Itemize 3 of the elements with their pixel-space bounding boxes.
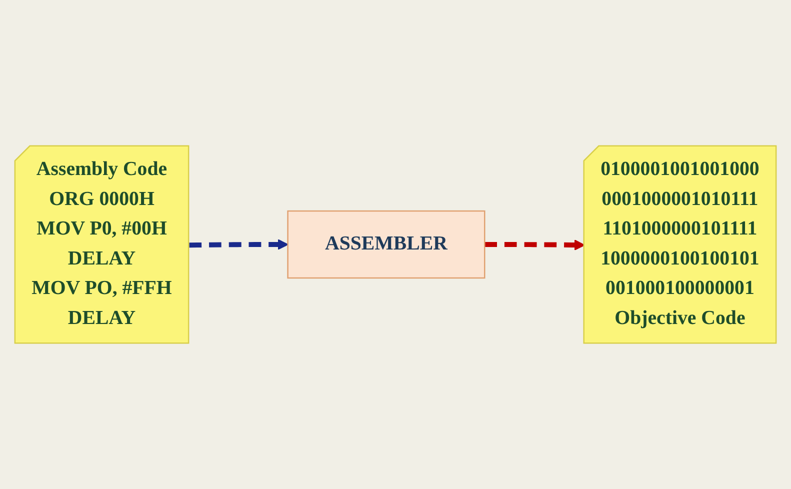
arrow — [189, 239, 288, 250]
arrow — [484, 240, 585, 250]
node-box: ASSEMBLER — [287, 210, 486, 279]
